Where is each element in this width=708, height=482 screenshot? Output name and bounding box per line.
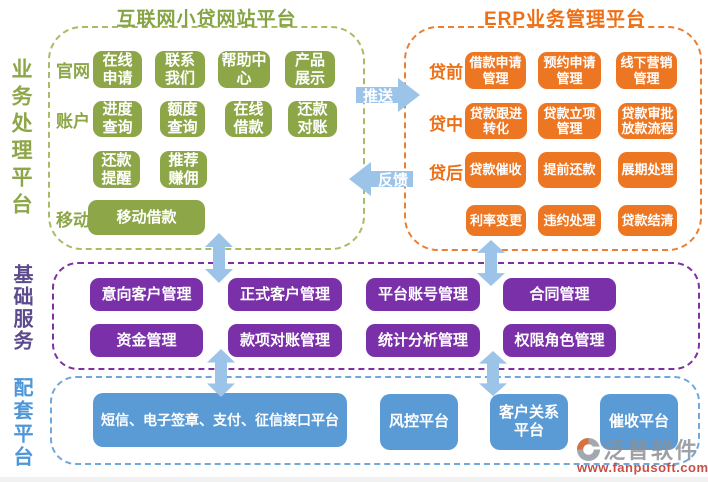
- push-arrow: [356, 78, 420, 112]
- node-extension-handling: 展期处理: [618, 152, 677, 188]
- node-prospect-customer-mgmt: 意向客户管理: [90, 278, 203, 311]
- bottom-edge-strip: [0, 477, 708, 482]
- row-label-mobile: 移动: [56, 211, 90, 230]
- feedback-arrow: [349, 162, 413, 196]
- node-permission-role-mgmt: 权限角色管理: [503, 324, 616, 357]
- node-product-display: 产品展示: [285, 51, 335, 88]
- node-loan-approval-flow: 贷款审批放款流程: [618, 103, 677, 139]
- node-interface-platform: 短信、电子签章、支付、征信接口平台: [93, 393, 347, 447]
- base-to-support-arrow-right: [479, 351, 507, 396]
- node-contact-us: 联系我们: [155, 51, 205, 88]
- node-mobile-borrow: 移动借款: [88, 200, 205, 235]
- node-repay-reminder: 还款提醒: [93, 151, 140, 188]
- website-platform-title: 互联网小贷网站平台: [116, 9, 297, 30]
- node-repay-reconcile: 还款对账: [288, 101, 337, 137]
- side-label-support-platform: 配套平台: [10, 377, 32, 469]
- node-contract-mgmt: 合同管理: [503, 278, 616, 311]
- node-loan-collection: 贷款催收: [465, 152, 526, 188]
- node-offline-marketing-mgmt: 线下营销管理: [616, 52, 677, 89]
- node-online-apply: 在线申请: [93, 51, 142, 88]
- side-label-business-processing: 业务处理平台: [9, 58, 32, 220]
- node-help-center: 帮助中心: [218, 51, 270, 88]
- node-referral-commission: 推荐赚佣: [160, 151, 207, 188]
- web-to-base-arrow: [205, 233, 233, 283]
- node-platform-account-mgmt: 平台账号管理: [366, 278, 480, 311]
- node-loan-settlement: 贷款结清: [618, 205, 677, 236]
- node-crm-platform: 客户关系平台: [490, 394, 568, 450]
- node-rate-change: 利率变更: [466, 205, 526, 236]
- base-to-support-arrow-left: [207, 349, 235, 397]
- row-label-mid-loan: 贷中: [429, 115, 463, 134]
- node-fund-mgmt: 资金管理: [90, 324, 203, 357]
- row-label-account: 账户: [56, 112, 90, 131]
- erp-platform-title: ERP业务管理平台: [483, 9, 647, 30]
- erp-to-base-arrow: [477, 240, 505, 286]
- push-arrow-label: 推送: [362, 88, 393, 105]
- node-progress-query: 进度查询: [93, 101, 142, 137]
- node-risk-control-platform: 风控平台: [380, 394, 458, 450]
- node-collection-platform: 催收平台: [600, 394, 678, 450]
- row-label-official-site: 官网: [56, 62, 90, 81]
- node-loan-application-mgmt: 借款申请管理: [465, 52, 526, 89]
- node-loan-project-mgmt: 贷款立项管理: [538, 103, 601, 139]
- vendor-brand-text: 泛普软件: [603, 438, 700, 463]
- node-reservation-apply-mgmt: 预约申请管理: [538, 52, 601, 89]
- vendor-url-text: www.fanpusoft.com: [577, 460, 708, 475]
- vendor-watermark: 泛普软件 www.fanpusoft.com: [576, 433, 708, 479]
- side-label-base-services: 基础服务: [10, 264, 32, 352]
- feedback-arrow-label: 反馈: [377, 172, 408, 189]
- row-label-pre-loan: 贷前: [429, 63, 463, 82]
- node-default-handling: 违约处理: [538, 205, 601, 236]
- node-statistics-analysis-mgmt: 统计分析管理: [366, 324, 480, 357]
- node-formal-customer-mgmt: 正式客户管理: [228, 278, 342, 311]
- row-label-post-loan: 贷后: [429, 164, 463, 183]
- node-early-repayment: 提前还款: [538, 152, 601, 188]
- vendor-logo-icon: [576, 437, 601, 462]
- node-loan-followup-convert: 贷款跟进转化: [465, 103, 527, 139]
- node-payment-reconcile-mgmt: 款项对账管理: [228, 324, 342, 357]
- node-quota-query: 额度查询: [160, 101, 205, 137]
- node-online-borrow: 在线借款: [225, 101, 272, 137]
